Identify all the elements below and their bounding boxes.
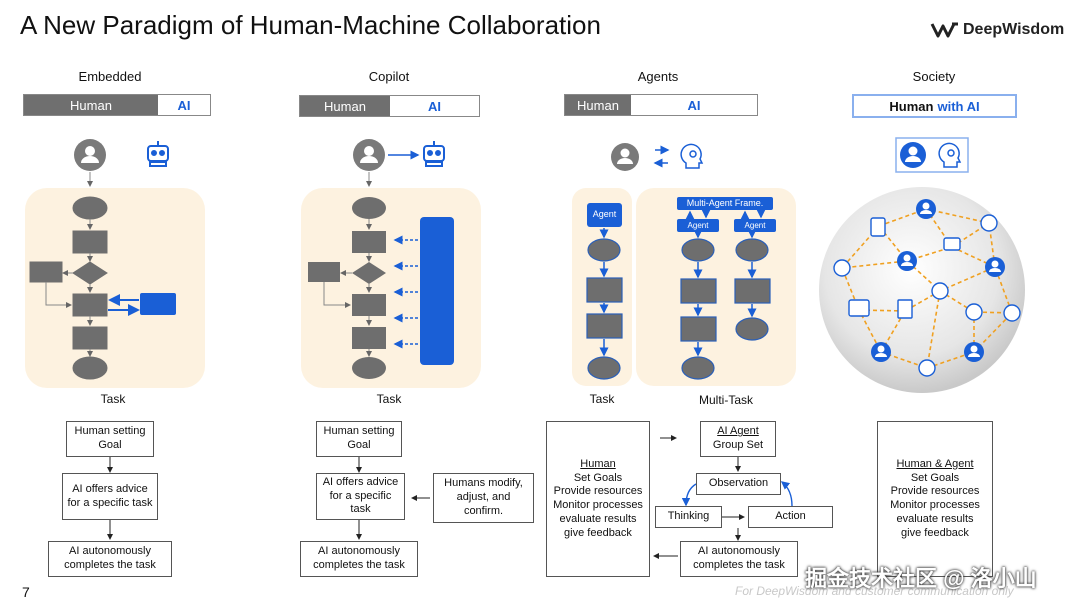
sub-agent-label: Agent [687,221,709,230]
ai-head-icon [680,143,704,169]
step-ai-complete: AI autonomously completes the task [300,541,418,577]
ai-share: with AI [937,98,980,114]
watermark: 掘金技术社区 @ 洛小山 [805,566,1037,591]
loop-thinking: Thinking [655,506,722,528]
step-ai-complete: AI autonomously completes the task [48,541,172,577]
ai-share: AI [631,95,757,115]
human-share: Human [565,95,631,115]
person-node-icon [985,257,1005,277]
human-avatar-icon [611,143,639,171]
human-agent-responsibilities-box: Human & Agent Set Goals Provide resource… [877,421,993,577]
heading-agents: Agents [637,69,679,84]
person-node-icon [916,199,936,219]
ai-head-icon [833,259,851,277]
copilot-diagram [301,139,481,388]
step-ai-advice: AI offers advice for a specific task [62,473,158,520]
person-node-icon [897,251,917,271]
ai-head-icon [931,282,949,300]
person-node-icon [964,342,984,362]
page-number: 7 [22,584,30,600]
heading-society: Society [912,69,956,84]
brand-logo: DeepWisdom [930,21,1064,39]
step-human-goal: Human setting Goal [66,421,154,457]
society-diagram [819,137,1025,393]
ai-head-icon [938,142,962,168]
task-label: Task [100,392,126,406]
task-panel [25,188,205,388]
book-icon [848,299,870,317]
agents-diagram [572,143,796,386]
step-ai-complete: AI autonomously completes the task [680,541,798,577]
multi-task-label: Multi-Task [698,393,753,407]
loop-observation: Observation [696,473,781,495]
human-badge-icon [900,142,926,168]
robot-icon [147,141,169,167]
logo-text: DeepWisdom [963,21,1065,38]
human-responsibilities-box: Human Set Goals Provide resources Monito… [546,421,650,577]
deepwisdom-logo-icon [930,22,958,38]
ai-head-icon [980,214,998,232]
embedded-diagram [25,139,205,388]
multi-agent-frame-label: Multi-Agent Frame. [686,198,764,208]
page-title: A New Paradigm of Human-Machine Collabor… [20,10,601,40]
ratio-bar-agents: Human AI [564,94,758,116]
step-human-goal: Human setting Goal [316,421,402,457]
agent-box-label: Agent [592,209,617,219]
task-label: Task [376,392,402,406]
robot-icon [423,141,445,167]
heading-copilot: Copilot [368,69,410,84]
ratio-bar-embedded: Human AI [23,94,211,116]
ratio-bar-copilot: Human AI [299,95,480,117]
human-share: Human [889,98,934,114]
document-icon [897,299,913,319]
ai-head-icon [1003,304,1021,322]
human-share: Human [300,96,390,116]
loop-action: Action [748,506,833,528]
person-node-icon [871,342,891,362]
chat-icon [943,237,961,251]
human-adjust-note: Humans modify, adjust, and confirm. [433,473,534,523]
step-ai-advice: AI offers advice for a specific task [316,473,405,520]
footer-note: For DeepWisdom and customer communicatio… [735,584,1014,598]
human-share: Human [24,95,158,115]
ai-head-icon [918,359,936,377]
sub-agent-label: Agent [744,221,766,230]
network-nodes [833,199,1021,377]
human-avatar-icon [74,139,106,171]
tablet-icon [870,217,886,237]
task-label: Task [589,392,615,406]
ai-share: AI [158,95,210,115]
heading-embedded: Embedded [78,69,142,84]
gear-icon [965,303,983,321]
ratio-bar-society: Human with AI [852,94,1017,118]
agent-group-box: AI Agent Group Set [700,421,776,457]
ai-share: AI [390,96,479,116]
human-avatar-icon [353,139,385,171]
